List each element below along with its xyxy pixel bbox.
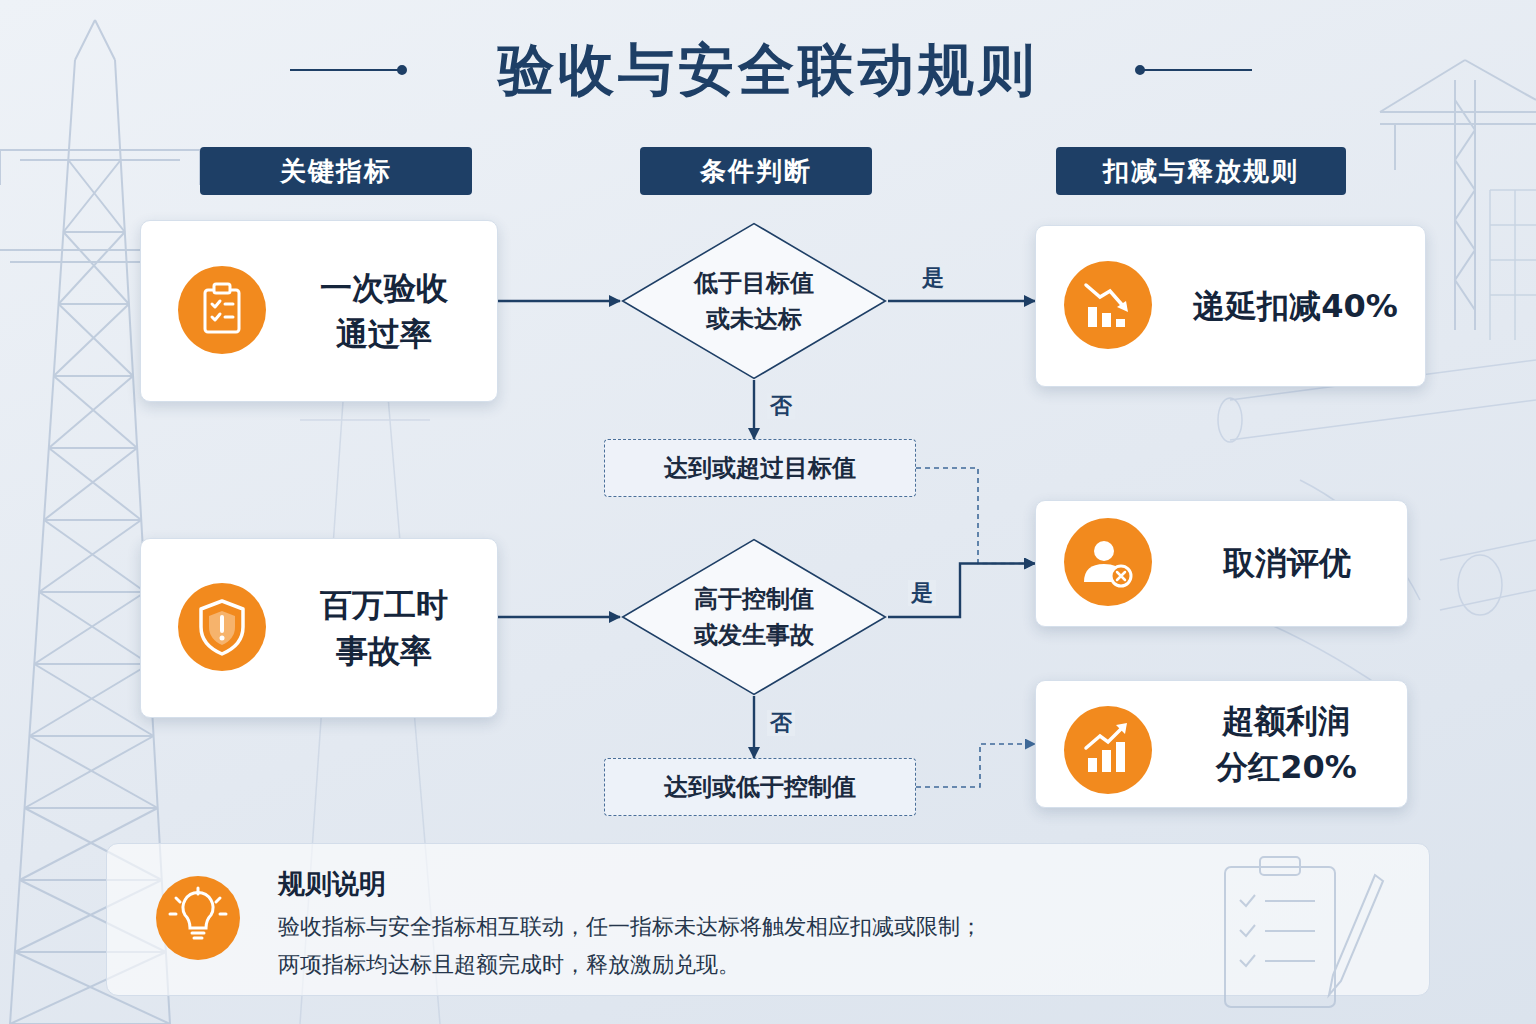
node-text: 低于目标值 或未达标 bbox=[689, 265, 819, 337]
rule-box: 递延扣减40% bbox=[1035, 225, 1426, 387]
edge-label: 是 bbox=[908, 580, 936, 606]
flow-arrow bbox=[753, 380, 755, 439]
flow-arrow bbox=[888, 564, 1035, 618]
node-text: 关键指标 bbox=[280, 154, 392, 189]
node-text: 一次验收 通过率 bbox=[314, 265, 455, 358]
node-text: 递延扣减40% bbox=[1193, 283, 1398, 329]
lightbulb-icon bbox=[156, 876, 240, 960]
note-heading: 规则说明 bbox=[278, 864, 1429, 904]
flow-arrow bbox=[753, 696, 755, 758]
node-text: 达到或低于控制值 bbox=[664, 771, 856, 803]
clipboard-sketch bbox=[1225, 857, 1383, 1007]
node-text: 百万工时 事故率 bbox=[314, 582, 455, 675]
diagram-title: 验收与安全联动规则 bbox=[0, 28, 1536, 112]
outcome-box: 达到或超过目标值 bbox=[604, 439, 916, 497]
decision-diamond: 低于目标值 或未达标 bbox=[620, 222, 888, 380]
column-header: 关键指标 bbox=[200, 147, 472, 195]
dashed-connector bbox=[916, 468, 1035, 564]
building-frame bbox=[1490, 190, 1536, 340]
node-text: 条件判断 bbox=[700, 154, 812, 189]
column-header: 扣减与释放规则 bbox=[1056, 147, 1346, 195]
edge-label: 是 bbox=[919, 265, 947, 291]
rule-box: 取消评优 bbox=[1035, 500, 1408, 627]
title-rule-left bbox=[290, 69, 400, 71]
edge-label: 否 bbox=[767, 393, 795, 419]
decline-chart-icon bbox=[1064, 261, 1152, 349]
node-text: 取消评优 bbox=[1223, 540, 1351, 586]
title-dot-left bbox=[398, 66, 406, 74]
clipboard-icon bbox=[178, 266, 266, 354]
diamond-outline bbox=[620, 538, 888, 696]
decision-diamond: 高于控制值 或发生事故 bbox=[620, 538, 888, 696]
title-dot-right bbox=[1136, 66, 1144, 74]
flow-arrow bbox=[498, 300, 620, 302]
indicator-box: 百万工时 事故率 bbox=[140, 538, 498, 718]
rule-box: 超额利润 分红20% bbox=[1035, 680, 1408, 808]
person-cancel-icon bbox=[1064, 518, 1152, 606]
node-text: 达到或超过目标值 bbox=[664, 452, 856, 484]
node-text: 高于控制值 或发生事故 bbox=[689, 581, 819, 653]
flow-arrow bbox=[888, 300, 1035, 302]
note-body: 验收指标与安全指标相互联动，任一指标未达标将触发相应扣减或限制； 两项指标均达标… bbox=[278, 908, 998, 984]
outcome-box: 达到或低于控制值 bbox=[604, 758, 916, 816]
node-text: 扣减与释放规则 bbox=[1103, 154, 1299, 189]
node-text: 超额利润 分红20% bbox=[1216, 698, 1357, 791]
indicator-box: 一次验收 通过率 bbox=[140, 220, 498, 402]
shield-icon bbox=[178, 583, 266, 671]
diamond-outline bbox=[620, 222, 888, 380]
column-header: 条件判断 bbox=[640, 147, 872, 195]
title-rule-right bbox=[1142, 69, 1252, 71]
dashed-connector bbox=[916, 744, 1035, 787]
edge-label: 否 bbox=[767, 710, 795, 736]
growth-chart-icon bbox=[1064, 706, 1152, 794]
flow-arrow bbox=[498, 616, 620, 618]
note-panel: 规则说明验收指标与安全指标相互联动，任一指标未达标将触发相应扣减或限制； 两项指… bbox=[106, 843, 1430, 996]
